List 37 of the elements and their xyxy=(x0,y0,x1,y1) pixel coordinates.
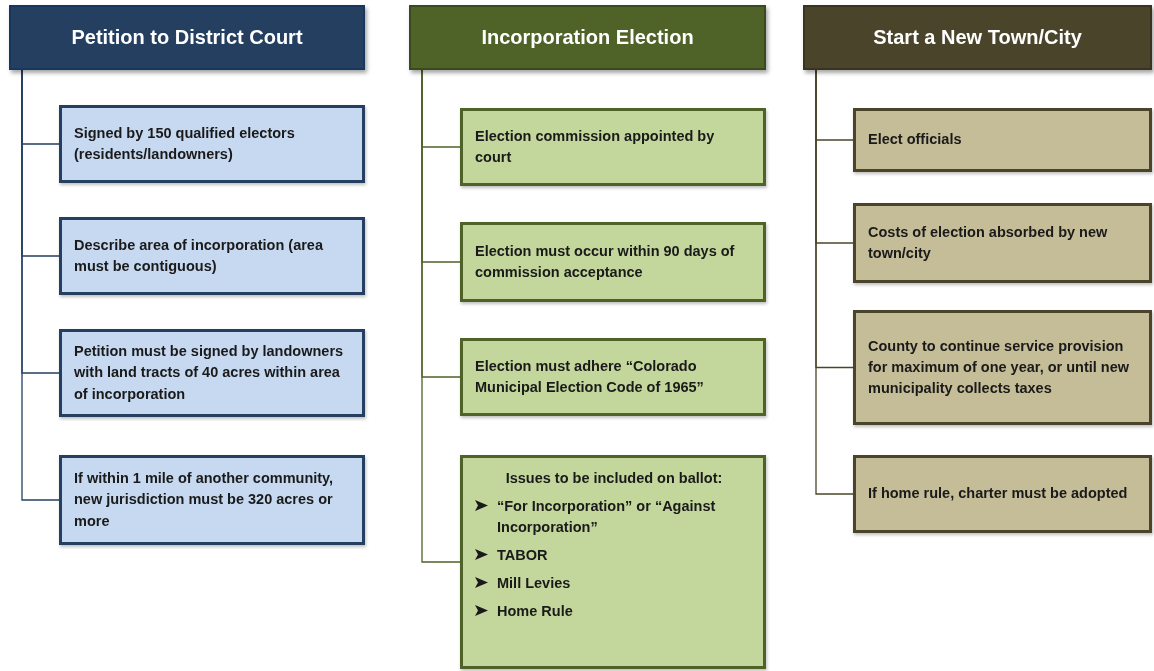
requirement-box xyxy=(853,108,1152,172)
requirement-box xyxy=(853,310,1152,425)
requirement-text: If home rule, charter must be adopted xyxy=(868,484,1129,504)
list-heading: Issues to be included on ballot: xyxy=(504,469,724,488)
requirement-box xyxy=(460,222,766,302)
connector-line xyxy=(21,69,60,501)
requirement-text: Election must adhere “Colorado Municipal Election Code of 1965” xyxy=(475,357,705,397)
requirement-text: County to continue service provision for maximum of one year, or until new municipality collects taxes xyxy=(868,336,1131,398)
requirement-text: Election must occur within 90 days of commission acceptance xyxy=(475,242,736,282)
connector-line xyxy=(421,69,461,563)
requirement-text: Describe area of incorporation (area must be contiguous) xyxy=(74,236,324,276)
header-title: Incorporation Election xyxy=(481,26,694,49)
requirement-box xyxy=(59,105,365,183)
requirement-box xyxy=(460,108,766,186)
requirement-text: If within 1 mile of another community, new jurisdiction must be 320 acres or more xyxy=(74,469,335,531)
requirement-box xyxy=(460,455,766,669)
ballot-item: TABOR xyxy=(497,546,548,566)
requirement-box xyxy=(59,329,365,417)
requirement-text: Petition must be signed by landowners with land tracts of 40 acres within area of incorporation xyxy=(74,342,345,404)
category-header xyxy=(409,5,766,70)
requirement-text: Elect officials xyxy=(868,130,963,150)
ballot-item: Home Rule xyxy=(497,602,573,622)
ballot-item: Mill Levies xyxy=(497,574,571,594)
requirement-box xyxy=(853,455,1152,533)
header-title: Petition to District Court xyxy=(71,26,303,49)
requirement-box xyxy=(853,203,1152,283)
header-title: Start a New Town/City xyxy=(873,26,1082,49)
requirement-text: Signed by 150 qualified electors (residents/landowners) xyxy=(74,124,296,164)
requirement-text: Costs of election absorbed by new town/city xyxy=(868,223,1109,263)
category-header xyxy=(803,5,1152,70)
ballot-item: “For Incorporation” or “Against Incorporation” xyxy=(497,497,717,538)
connector-line xyxy=(815,69,854,495)
requirement-box xyxy=(460,338,766,416)
requirement-box xyxy=(59,455,365,545)
requirement-box xyxy=(59,217,365,295)
category-header xyxy=(9,5,365,70)
requirement-text: Election commission appointed by court xyxy=(475,127,716,167)
